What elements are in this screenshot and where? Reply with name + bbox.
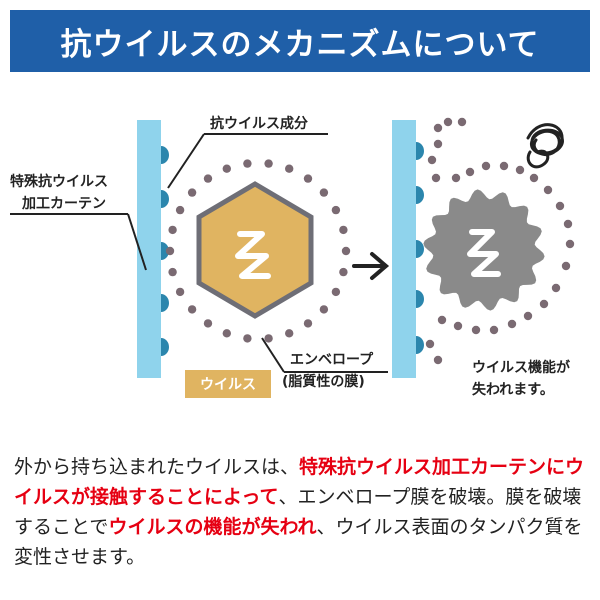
envelope-dot xyxy=(427,155,437,165)
description-part3: 、ウイルス表面のタンパク質を変性させます。 xyxy=(14,516,583,568)
damaged-virus-shape xyxy=(423,189,545,311)
envelope-dot xyxy=(425,339,435,349)
envelope-dot xyxy=(489,325,499,335)
envelope-dot xyxy=(168,267,177,277)
envelope-dot xyxy=(453,321,463,331)
virus-label: ウイルス xyxy=(200,377,256,393)
envelope-dot xyxy=(339,267,348,277)
description-part2: 、エンベロープ膜を破壊。膜を破壊することで xyxy=(14,486,582,538)
envelope-dot xyxy=(331,205,341,215)
envelope-dot xyxy=(243,334,252,343)
curtain-right xyxy=(392,120,416,378)
envelope-dot xyxy=(285,164,294,173)
page-title: 抗ウイルスのメカニズムについて xyxy=(10,10,590,72)
envelope-dot xyxy=(565,239,575,249)
envelope-dot xyxy=(187,188,197,197)
function-lost-line2: 失われます。 xyxy=(472,381,554,398)
envelope-dot xyxy=(433,123,443,133)
envelope-dot xyxy=(264,159,273,168)
envelope-dot xyxy=(471,325,481,335)
virus-label-box xyxy=(185,370,271,398)
function-lost-line1: ウイルス機能が xyxy=(472,359,571,376)
mechanism-diagram: ウイルス 抗ウイルス成分 特殊抗ウイルス 加工カーテン エンベロープ (脂質性の… xyxy=(10,115,575,398)
envelope-dot xyxy=(499,161,509,171)
envelope-dot xyxy=(222,164,231,173)
curtain-left xyxy=(137,120,161,378)
envelope-dot xyxy=(431,173,441,183)
envelope-dot xyxy=(507,319,517,329)
curtain-pointer-line xyxy=(127,213,147,271)
envelope-dot xyxy=(465,167,475,177)
envelope-pointer-line xyxy=(261,337,285,373)
envelope-dot xyxy=(457,117,467,127)
envelope-dot xyxy=(203,319,213,328)
envelope-dot xyxy=(433,355,443,365)
envelope-dot xyxy=(285,329,294,338)
envelope-dots-left xyxy=(165,159,351,343)
envelope-dot xyxy=(187,305,197,314)
envelope-dot xyxy=(303,174,313,183)
envelope-dot xyxy=(341,246,351,256)
virus-zigzag-icon xyxy=(235,231,271,279)
description-highlight1: 特殊抗ウイルス加工カーテンにウイルスが接触することによって xyxy=(14,456,585,508)
description-part1: 外から持ち込まれたウイルスは、 xyxy=(14,456,300,478)
envelope-dot xyxy=(451,173,461,183)
envelope-dot xyxy=(222,329,231,338)
envelope-dot xyxy=(203,174,213,183)
virus-hexagon xyxy=(196,181,314,319)
envelope-dot xyxy=(165,246,175,256)
envelope-dot xyxy=(563,219,573,229)
component-pointer-line xyxy=(167,133,205,189)
envelope-label-line1: エンベロープ xyxy=(290,352,374,368)
antiviral-component-label: 抗ウイルス成分 xyxy=(210,115,308,132)
antiviral-components-left xyxy=(161,146,169,356)
envelope-dot xyxy=(529,173,539,183)
envelope-dot xyxy=(303,319,313,328)
curtain-label-line1: 特殊抗ウイルス xyxy=(10,173,108,190)
description-text: 外から持ち込まれたウイルスは、特殊抗ウイルス加工カーテンにウイルスが接触すること… xyxy=(14,452,590,572)
envelope-dot xyxy=(175,287,185,297)
envelope-dot xyxy=(561,261,571,271)
envelope-dot xyxy=(543,185,553,195)
arrow-right-icon xyxy=(352,252,390,280)
envelope-dot xyxy=(515,165,525,175)
envelope-dot xyxy=(339,225,348,235)
antiviral-components-right xyxy=(416,142,424,354)
envelope-dot xyxy=(433,139,443,149)
envelope-dot xyxy=(264,334,273,343)
envelope-dots-right xyxy=(425,117,575,365)
envelope-dot xyxy=(443,117,453,127)
envelope-dot xyxy=(523,311,533,321)
envelope-dot xyxy=(319,188,329,197)
envelope-dot xyxy=(539,299,549,309)
envelope-dot xyxy=(175,205,185,215)
envelope-dot xyxy=(331,287,341,297)
envelope-label-line2: (脂質性の膜) xyxy=(282,373,365,390)
dizzy-scribble-icon xyxy=(526,123,564,169)
envelope-dot xyxy=(551,283,561,293)
envelope-dot xyxy=(319,305,329,314)
envelope-dot xyxy=(168,225,177,235)
curtain-label-line2: 加工カーテン xyxy=(21,196,106,212)
envelope-dot xyxy=(481,161,491,171)
envelope-dot xyxy=(437,315,447,325)
envelope-dot xyxy=(243,159,252,168)
envelope-dot xyxy=(555,201,565,211)
description-highlight2: ウイルスの機能が失われ xyxy=(108,516,317,538)
damaged-virus-zigzag-icon xyxy=(467,229,501,277)
